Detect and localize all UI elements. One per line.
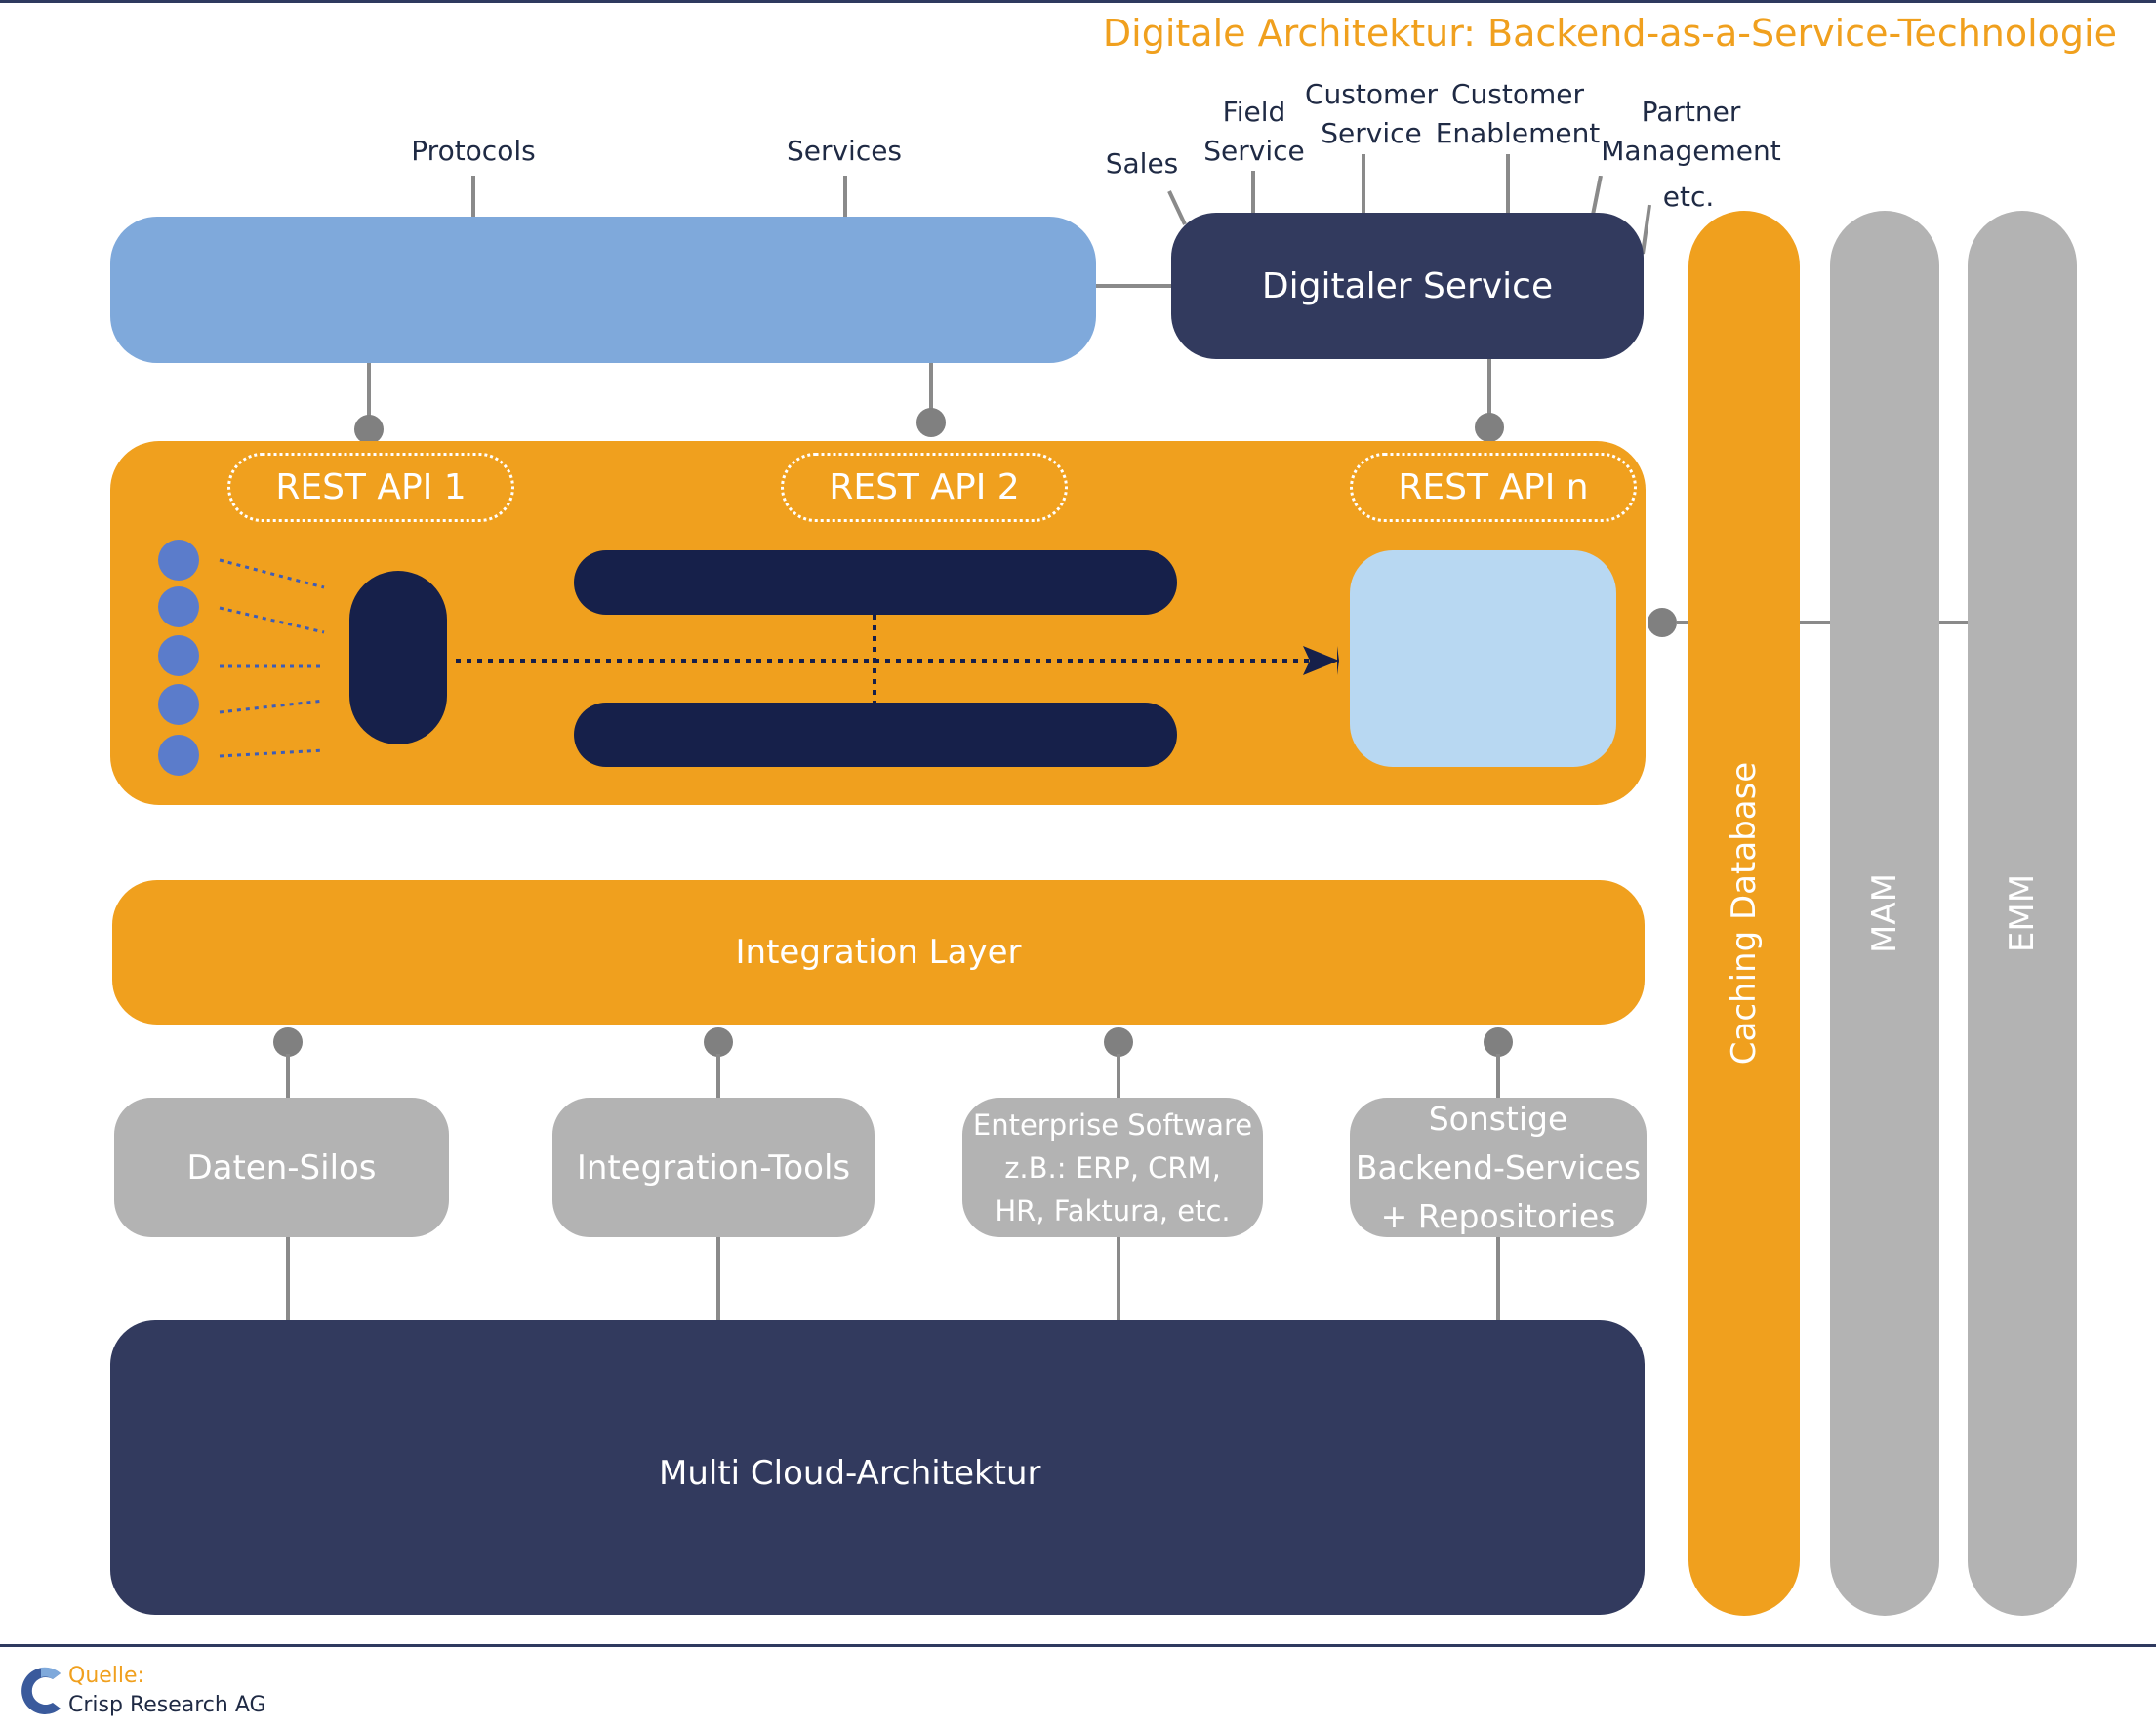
label-customer-service: Customer Service: [1298, 75, 1444, 153]
connector-dot-backend-2: [704, 1027, 733, 1057]
flow-arrow-head: [1303, 646, 1339, 675]
mam-label: MAM: [1865, 873, 1904, 953]
connector-sales: [1167, 190, 1187, 225]
client-line-5: [219, 748, 325, 758]
integration-layer: Integration Layer: [112, 880, 1645, 1025]
connector-services: [843, 176, 847, 217]
multi-cloud-block: [110, 1320, 1645, 1615]
client-dot-3: [158, 635, 199, 676]
backend-daten-silos-label: Daten-Silos: [186, 1147, 377, 1187]
label-services: Services: [786, 135, 903, 167]
backend-integration-tools-label: Integration-Tools: [576, 1147, 851, 1187]
connector-cloud-1: [286, 1237, 290, 1322]
label-etc: etc.: [1662, 181, 1715, 213]
label-partner-management: Partner Management: [1601, 93, 1781, 171]
connector-partner-management: [1591, 176, 1603, 216]
label-field-service-line1: Field: [1222, 96, 1286, 128]
page-title: Digitale Architektur: Backend-as-a-Servi…: [1102, 12, 2117, 55]
client-dot-4: [158, 684, 199, 725]
connector-dot-backend-3: [1104, 1027, 1133, 1057]
label-field-service: Field Service: [1196, 93, 1313, 171]
backend-enterprise-line2: z.B.: ERP, CRM,: [1004, 1150, 1221, 1185]
backend-sonstige-line3: + Repositories: [1380, 1196, 1616, 1235]
label-sales: Sales: [1105, 147, 1179, 180]
label-customer-enablement-line2: Enablement: [1435, 117, 1601, 149]
connector-bar-to-digital-service: [1096, 284, 1171, 288]
top-rule: [0, 0, 2156, 3]
client-dot-1: [158, 540, 199, 581]
backend-integration-tools: Integration-Tools: [552, 1098, 875, 1237]
data-store-box: [1350, 550, 1616, 767]
label-field-service-line2: Service: [1203, 135, 1305, 167]
connector-cloud-3: [1117, 1237, 1120, 1322]
label-partner-management-line1: Partner: [1641, 96, 1741, 128]
connector-dot-api1: [354, 415, 384, 444]
rest-api-1-label: REST API 1: [227, 453, 514, 522]
client-line-1: [219, 558, 325, 589]
connector-etc: [1641, 204, 1651, 255]
label-customer-service-line2: Service: [1321, 117, 1422, 149]
emm-column: EMM: [1968, 211, 2077, 1616]
connector-dot-backend-1: [273, 1027, 303, 1057]
multi-cloud-label: Multi Cloud-Architektur: [659, 1454, 1041, 1493]
processing-bar-2: [574, 703, 1177, 767]
backend-daten-silos: Daten-Silos: [114, 1098, 449, 1237]
caching-database-label: Caching Database: [1725, 761, 1764, 1066]
digital-service-box: Digitaler Service: [1171, 213, 1644, 359]
connector-cloud-4: [1496, 1237, 1500, 1322]
backend-sonstige-line1: Sonstige: [1428, 1099, 1568, 1138]
label-customer-enablement: Customer Enablement: [1435, 75, 1601, 153]
backend-sonstige-line2: Backend-Services: [1355, 1147, 1642, 1186]
connector-dot-backend-4: [1484, 1027, 1513, 1057]
connector-apin: [1487, 359, 1491, 418]
client-line-2: [219, 606, 325, 634]
emm-label: EMM: [2003, 873, 2042, 953]
connector-cloud-2: [716, 1237, 720, 1322]
connector-customer-service: [1362, 154, 1365, 215]
client-dot-2: [158, 586, 199, 627]
backend-enterprise-software: Enterprise Software z.B.: ERP, CRM, HR, …: [962, 1098, 1263, 1237]
processing-bar-1: [574, 550, 1177, 615]
source-label: Quelle:: [68, 1664, 144, 1688]
caching-database-column: Caching Database: [1688, 211, 1800, 1616]
label-customer-service-line1: Customer: [1304, 78, 1438, 110]
backend-enterprise-line3: HR, Faktura, etc.: [995, 1193, 1231, 1227]
backend-enterprise-line1: Enterprise Software: [972, 1107, 1253, 1142]
bottom-rule: [0, 1644, 2156, 1647]
label-partner-management-line2: Management: [1601, 135, 1781, 167]
connector-protocols: [471, 176, 475, 217]
connector-customer-enablement: [1506, 154, 1510, 215]
backend-sonstige: Sonstige Backend-Services + Repositories: [1350, 1098, 1647, 1237]
api-flow-lines: [219, 558, 1339, 758]
rest-api-n-label: REST API n: [1350, 453, 1637, 522]
connector-dot-apin: [1475, 413, 1504, 442]
connector-field-service: [1251, 171, 1255, 215]
gateway-capsule: [349, 571, 447, 744]
client-line-4: [219, 699, 325, 714]
mam-column: MAM: [1830, 211, 1939, 1616]
connector-dot-api2: [916, 408, 946, 437]
rest-api-2-label: REST API 2: [781, 453, 1068, 522]
label-protocols: Protocols: [411, 135, 536, 167]
source-block: Quelle: Crisp Research AG: [68, 1662, 266, 1720]
connector-api2: [929, 363, 933, 417]
label-customer-enablement-line1: Customer: [1450, 78, 1584, 110]
connector-api1: [367, 363, 371, 422]
client-dot-5: [158, 735, 199, 776]
protocols-services-bar: [110, 217, 1096, 363]
diagonal-connectors: [1167, 176, 1651, 255]
source-name: Crisp Research AG: [68, 1693, 266, 1717]
connector-dot-caching: [1648, 608, 1677, 637]
crisp-logo-icon: [21, 1667, 61, 1714]
